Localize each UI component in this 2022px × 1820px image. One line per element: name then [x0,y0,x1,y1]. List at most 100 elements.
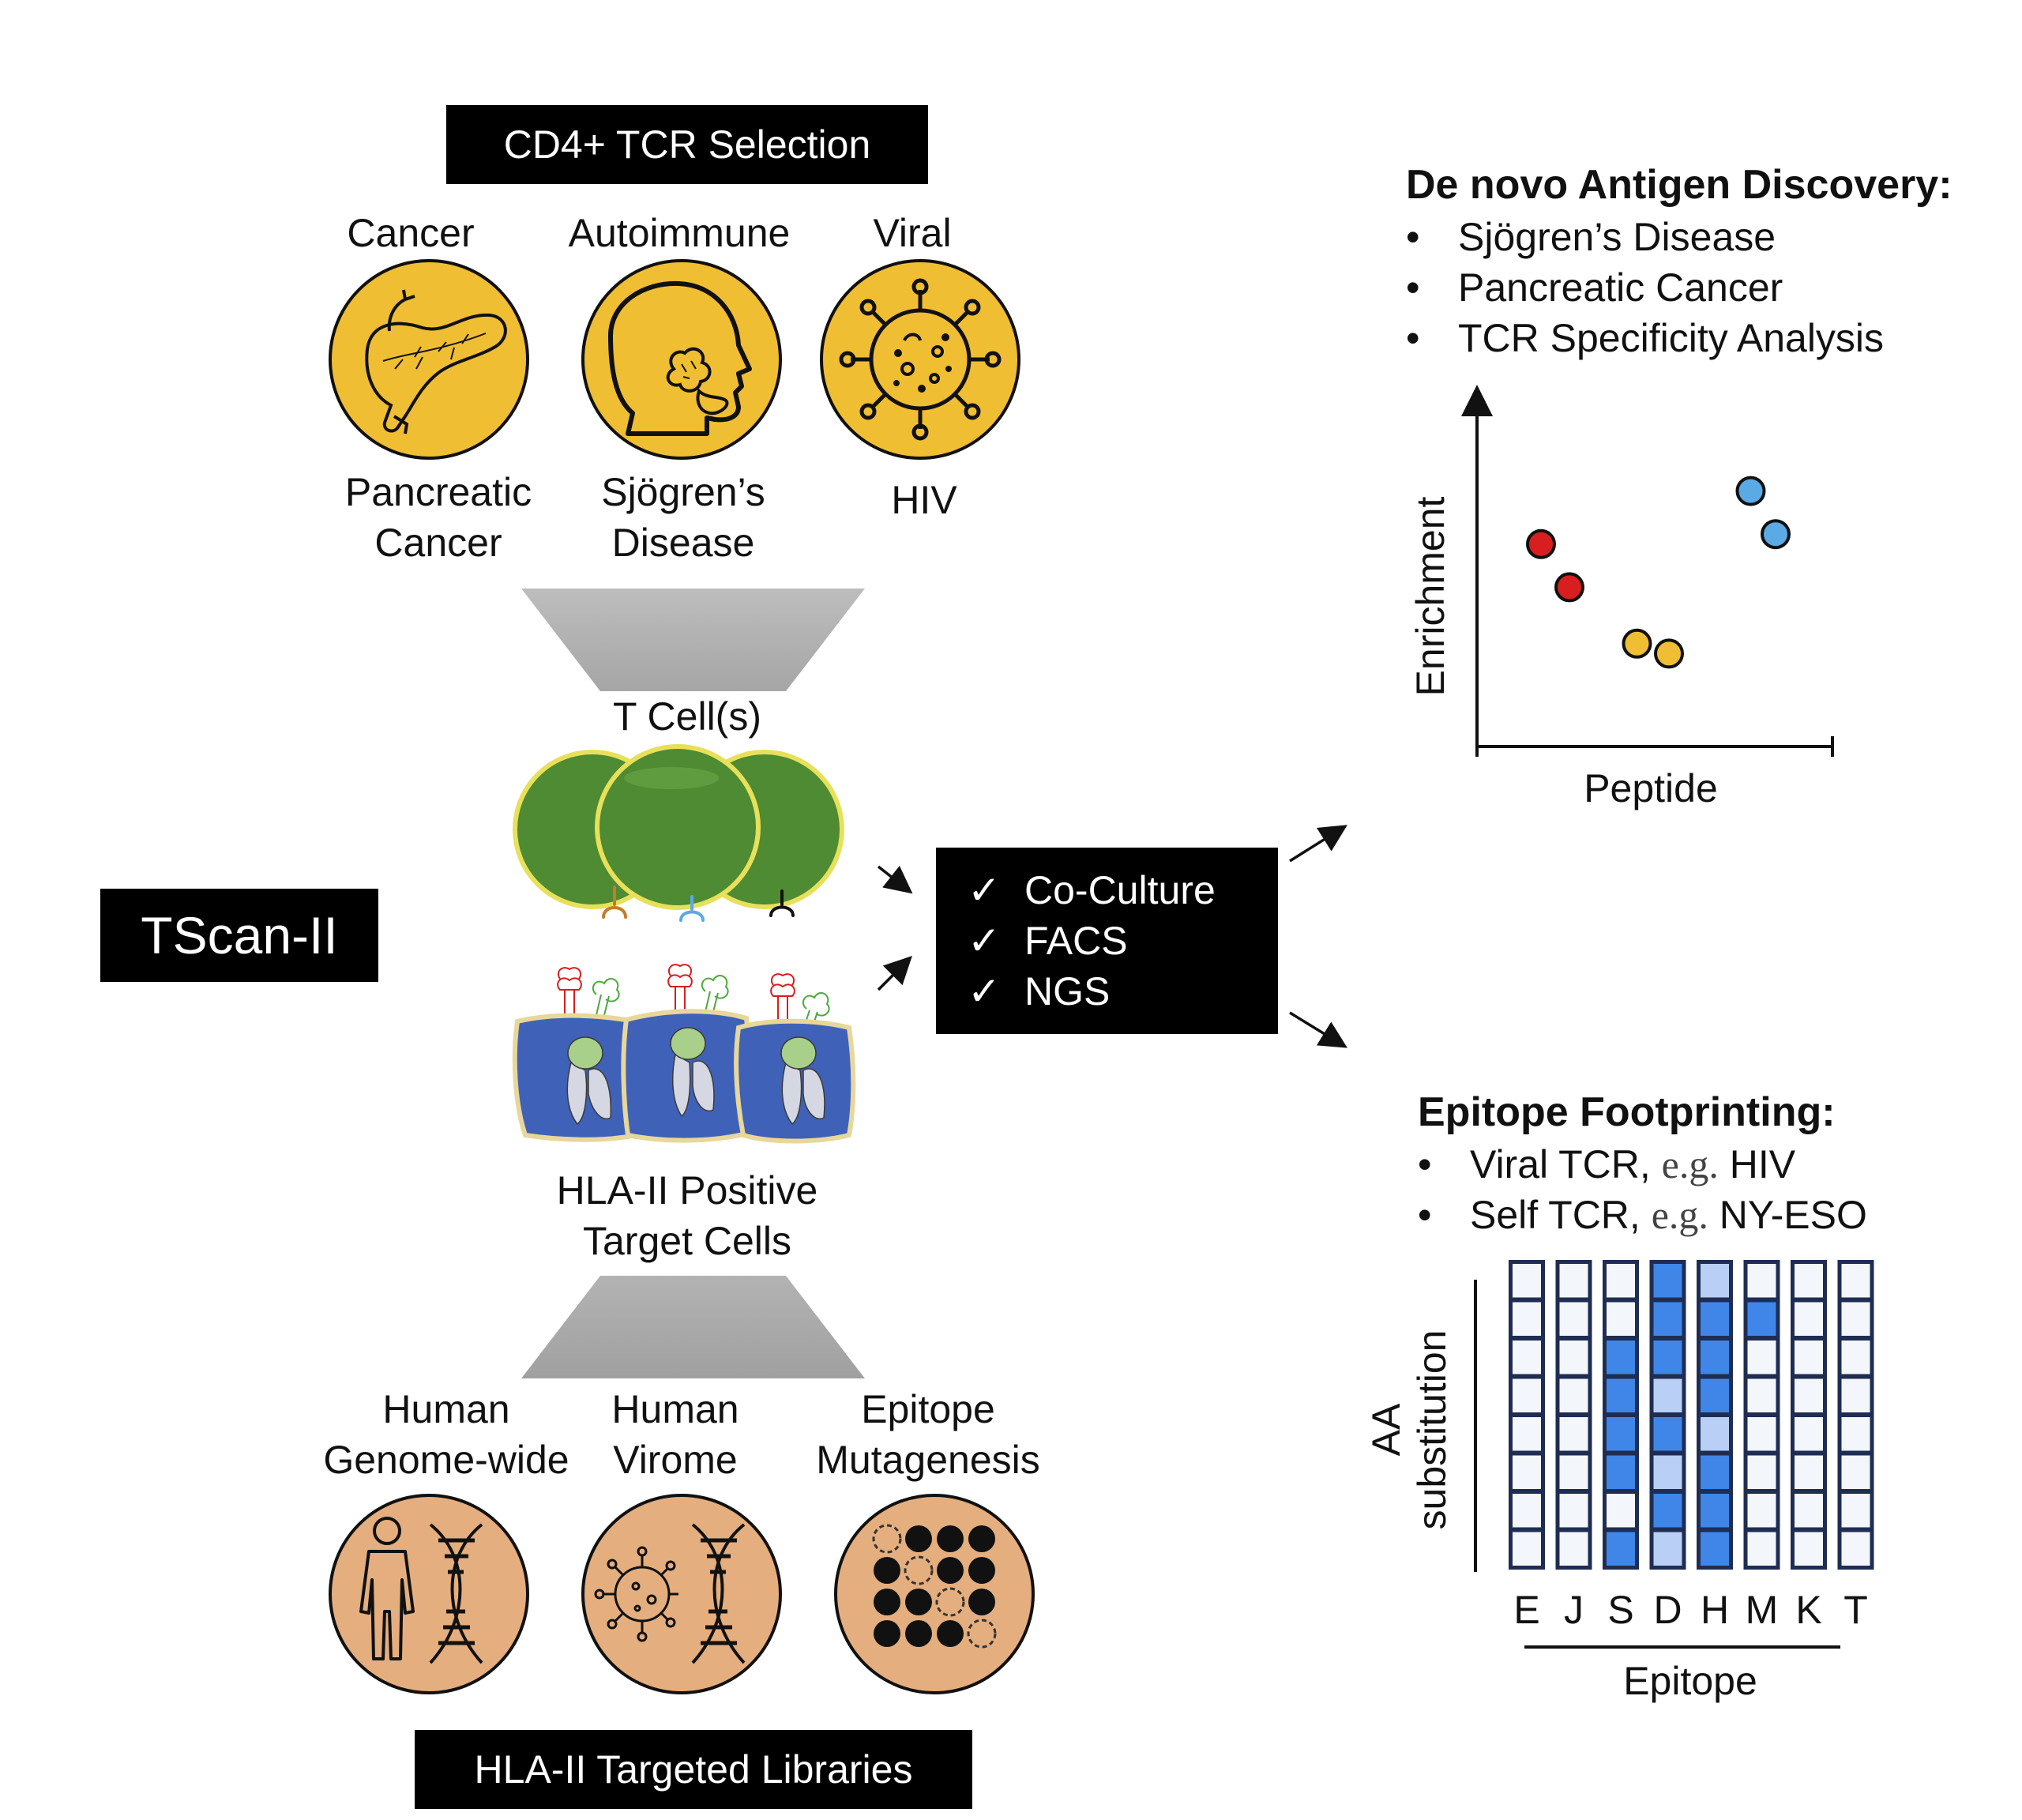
heatmap-cell [1841,1341,1870,1374]
heatmap-cell [1747,1341,1776,1374]
heatmap-cell [1513,1341,1541,1374]
heatmap-ylabel-aa: AA [1364,1403,1408,1456]
heatmap-cell [1653,1378,1682,1412]
library-human-genome-label: Human Genome-wide [323,1387,569,1482]
scatter-point-2-1 [1761,519,1791,550]
heatmap-cell [1559,1264,1588,1298]
heatmap-cell [1607,1302,1635,1336]
tscan-ii-label: TScan-II [100,889,378,982]
scatter-point-1-1 [1654,638,1684,669]
heatmap-cell [1701,1532,1729,1566]
head-profile-icon [581,259,782,460]
heatmap-cell [1841,1417,1870,1451]
heatmap-col-label: D [1653,1588,1682,1632]
bottom-funnel [521,1276,865,1378]
heatmap-cell [1513,1417,1541,1451]
heatmap-cell [1795,1494,1823,1528]
heatmap-cell [1795,1378,1823,1412]
heatmap-cell [1701,1302,1729,1336]
x-axis-label: Peptide [1584,766,1718,810]
top-funnel [521,588,865,691]
heatmap-cell [1701,1494,1729,1528]
list-item: •Viral TCR, e.g. HIV [1418,1142,1796,1186]
heatmap-cell [1607,1378,1635,1412]
dot-grid-icon [834,1494,1035,1694]
heatmap-cell [1795,1455,1823,1489]
heatmap-cell [1841,1494,1870,1528]
heatmap-col-label: H [1701,1588,1729,1632]
example-hiv: HIV [891,478,957,522]
list-item: •Sjögren’s Disease [1406,215,1776,259]
heatmap-cell [1607,1341,1635,1374]
target-cells-illustration [512,964,856,1144]
heatmap-cell [1607,1455,1635,1489]
heatmap-cell [1747,1455,1776,1489]
pancreas-icon [329,259,529,460]
heatmap-cell [1747,1417,1776,1451]
heatmap-cell [1653,1532,1682,1566]
heatmap-cell [1841,1378,1870,1412]
heatmap-cell [1607,1264,1635,1298]
heatmap-cell [1559,1532,1588,1566]
process-step-ngs: ✓NGS [968,966,1110,1017]
heatmap-cell [1559,1417,1588,1451]
example-sjogrens-disease: Sjögren’s Disease [601,470,765,565]
check-icon: ✓ [968,919,1001,963]
library-human-virome-label: Human Virome [611,1387,739,1482]
heatmap-cell [1607,1417,1635,1451]
heatmap-cell [1747,1494,1776,1528]
heatmap-cell [1795,1302,1823,1336]
heatmap-cell [1701,1264,1729,1298]
check-icon: ✓ [968,868,1001,912]
footprinting-title: Epitope Footprinting: [1418,1089,1836,1135]
heatmap-cell [1513,1532,1541,1566]
heatmap-cell [1513,1302,1541,1336]
tcells-illustration [513,744,844,922]
human-dna-icon [329,1494,529,1694]
heatmap-cell [1653,1264,1682,1298]
heatmap-cell [1513,1264,1541,1298]
heatmap-cell [1841,1455,1870,1489]
heatmap-cell [1747,1264,1776,1298]
heatmap-cell [1795,1532,1823,1566]
heatmap-cell [1559,1341,1588,1374]
heatmap-cell [1513,1455,1541,1489]
target-cells-label: HLA-II Positive Target Cells [556,1168,818,1263]
heatmap-col-label: M [1746,1588,1779,1632]
virus-icon [820,259,1020,460]
enrichment-scatter-chart: Enrichment Peptide [1408,385,1834,810]
heatmap-cell [1841,1532,1870,1566]
heatmap-cell [1701,1417,1729,1451]
heatmap-cell [1701,1341,1729,1374]
discovery-title: De novo Antigen Discovery: [1406,162,1952,208]
list-item: •TCR Specificity Analysis [1406,316,1885,360]
heatmap-col-label: S [1607,1588,1633,1632]
category-autoimmune: Autoimmune [568,211,791,255]
heatmap-cell [1653,1494,1682,1528]
process-box: ✓Co-Culture ✓FACS ✓NGS [936,848,1278,1034]
heatmap-col-label: E [1513,1588,1539,1632]
heatmap-col-label: J [1564,1588,1584,1632]
discovery-bullets: •Sjögren’s Disease •Pancreatic Cancer •T… [1406,212,1975,363]
category-viral: Viral [873,211,952,255]
heatmap-cell [1607,1532,1635,1566]
scatter-point-2-0 [1735,476,1766,506]
heatmap-cell [1747,1378,1776,1412]
scatter-point-1-0 [1622,628,1652,659]
process-step-coculture: ✓Co-Culture [968,865,1216,916]
heatmap-cell [1653,1341,1682,1374]
heatmap-cell [1653,1417,1682,1451]
heatmap-cell [1701,1378,1729,1412]
heatmap-cell [1841,1302,1870,1336]
check-icon: ✓ [968,969,1001,1013]
heatmap-cell [1795,1417,1823,1451]
library-epitope-mutagenesis-label: Epitope Mutagenesis [816,1387,1040,1482]
heatmap-cell [1559,1302,1588,1336]
heatmap-cell [1747,1532,1776,1566]
virus-dna-icon [581,1494,782,1694]
heatmap-cell [1513,1494,1541,1528]
heatmap-cell [1653,1302,1682,1336]
heatmap-cell [1607,1494,1635,1528]
cd4-tcr-selection-label: CD4+ TCR Selection [446,105,928,184]
